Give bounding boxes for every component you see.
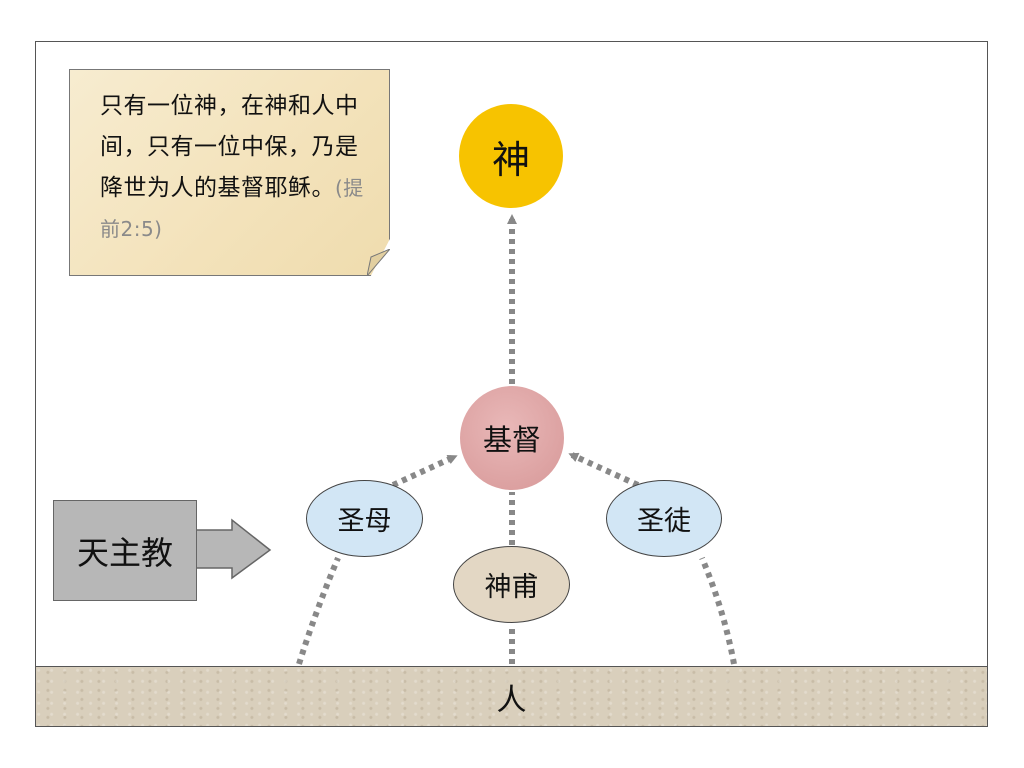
- node-christ-label: 基督: [482, 423, 541, 457]
- connector-saints-to-christ: [568, 452, 640, 488]
- scripture-reference: (提前2:5): [100, 176, 364, 241]
- node-man-label: 人: [496, 682, 527, 718]
- node-mary-label: 圣母: [337, 506, 392, 537]
- scripture-text: 只有一位神，在神和人中间，只有一位中保，乃是降世为人的基督耶稣。(提前2:5): [100, 86, 375, 250]
- catholic-arrow-head: [196, 518, 272, 580]
- node-saints-label: 圣徒: [637, 506, 691, 537]
- node-priest: 神甫: [453, 546, 570, 623]
- note-fold-icon: [367, 249, 390, 276]
- node-catholic: 天主教: [53, 500, 197, 601]
- node-god: 神: [459, 104, 563, 208]
- scripture-body: 只有一位神，在神和人中间，只有一位中保，乃是降世为人的基督耶稣。: [100, 93, 359, 201]
- connector-mary-to-christ: [391, 454, 458, 488]
- ground-band: 人: [35, 666, 988, 727]
- node-priest-label: 神甫: [484, 572, 539, 603]
- node-catholic-label: 天主教: [76, 533, 173, 572]
- node-saints: 圣徒: [606, 480, 722, 557]
- scripture-note: [69, 69, 390, 276]
- connector-man-to-mary: [296, 556, 341, 665]
- node-god-label: 神: [491, 137, 530, 182]
- node-mary: 圣母: [306, 480, 423, 557]
- node-christ: 基督: [460, 386, 564, 490]
- connector-man-to-saints: [699, 556, 737, 665]
